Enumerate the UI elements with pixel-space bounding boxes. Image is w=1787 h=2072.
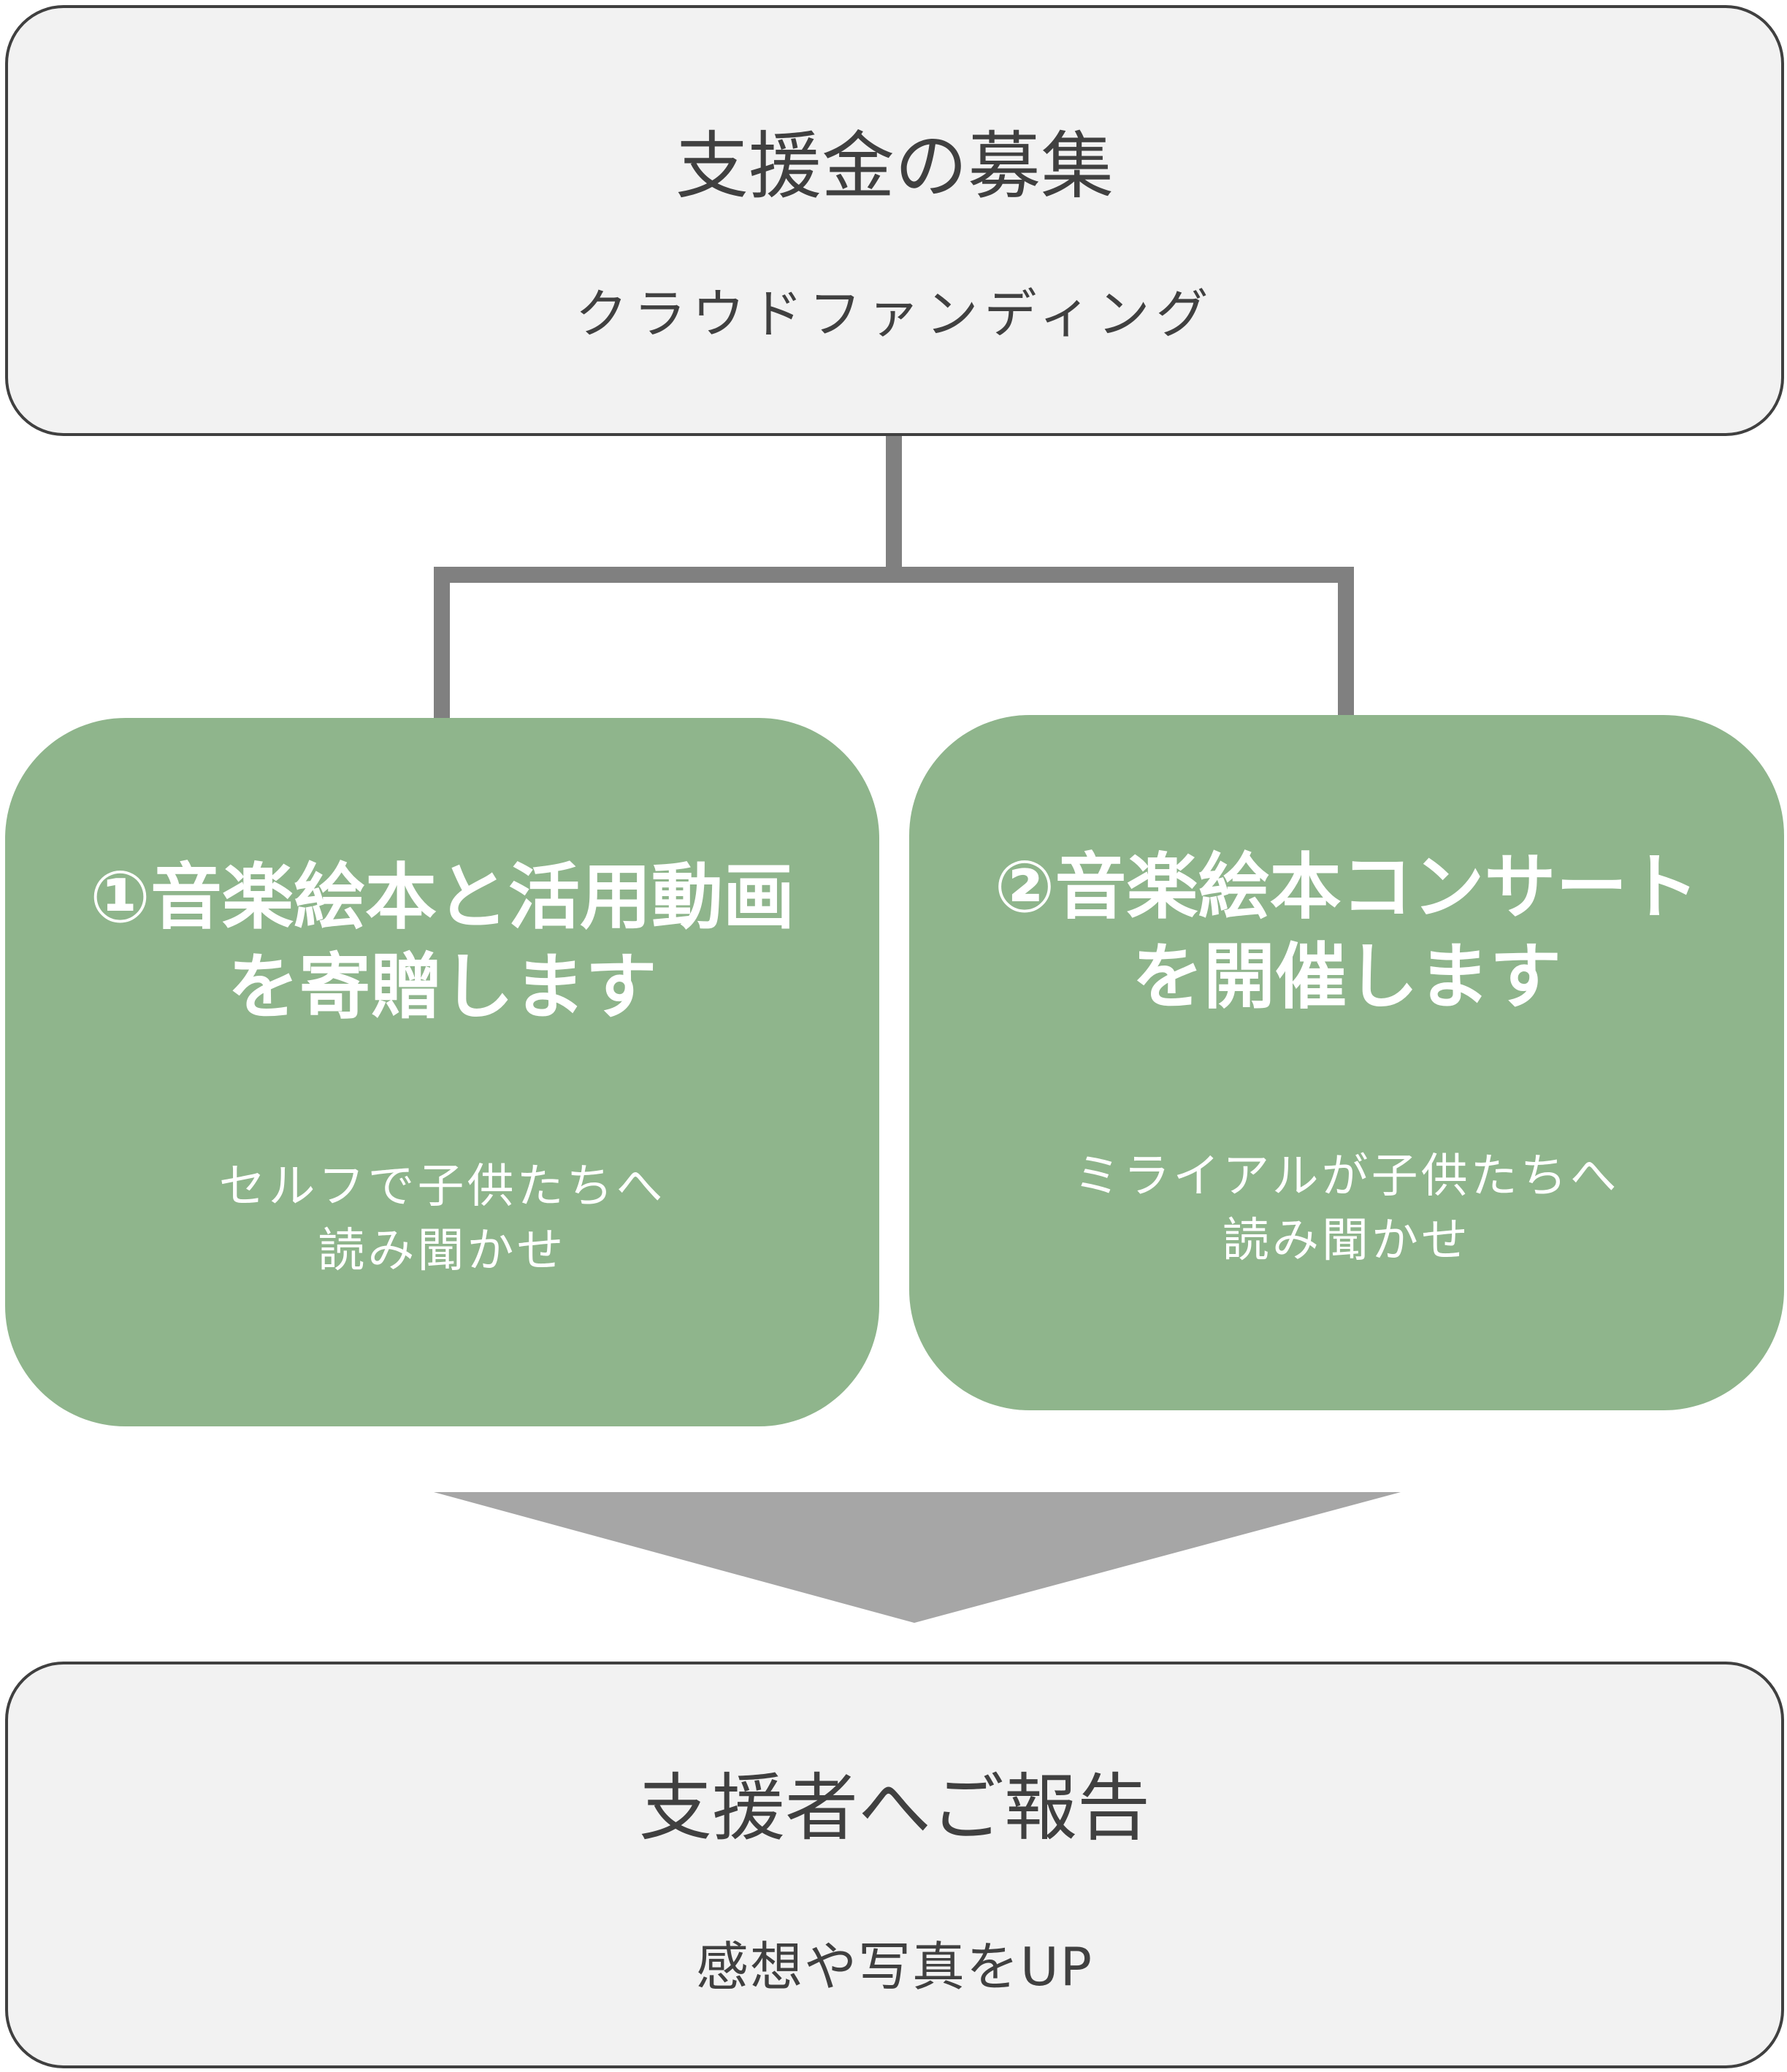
right-sub-line2: 読み聞かせ — [1222, 1214, 1471, 1268]
concert-box: ②音楽絵本コンサート を開催します ミライアルが子供たちへ 読み聞かせ — [909, 715, 1784, 1410]
left-title-line1: ①音楽絵本と活用動画 — [90, 856, 795, 939]
left-sub-line1: セルフで子供たちへ — [218, 1160, 666, 1214]
branch-connector-right — [894, 567, 1354, 719]
fundraising-box: 支援金の募集 クラウドファンディング — [5, 5, 1784, 436]
report-box: 支援者へご報告 感想や写真をUP — [5, 1662, 1784, 2068]
fundraising-subtitle: クラウドファンディング — [575, 283, 1214, 345]
down-arrow — [434, 1492, 1401, 1623]
picture-book-donation-box: ①音楽絵本と活用動画 を寄贈します セルフで子供たちへ 読み聞かせ — [5, 718, 879, 1426]
right-sub-line1: ミライアルが子供たちへ — [1074, 1150, 1620, 1204]
left-title-line2: を寄贈します — [227, 946, 657, 1029]
report-title: 支援者へご報告 — [639, 1765, 1150, 1851]
report-subtitle: 感想や写真をUP — [695, 1936, 1094, 1998]
right-title-line1: ②音楽絵本コンサート — [994, 846, 1699, 929]
right-title-line2: を開催します — [1131, 936, 1561, 1019]
fundraising-title: 支援金の募集 — [676, 123, 1114, 209]
left-sub-line2: 読み聞かせ — [318, 1224, 567, 1278]
branch-connector-left — [434, 567, 902, 723]
